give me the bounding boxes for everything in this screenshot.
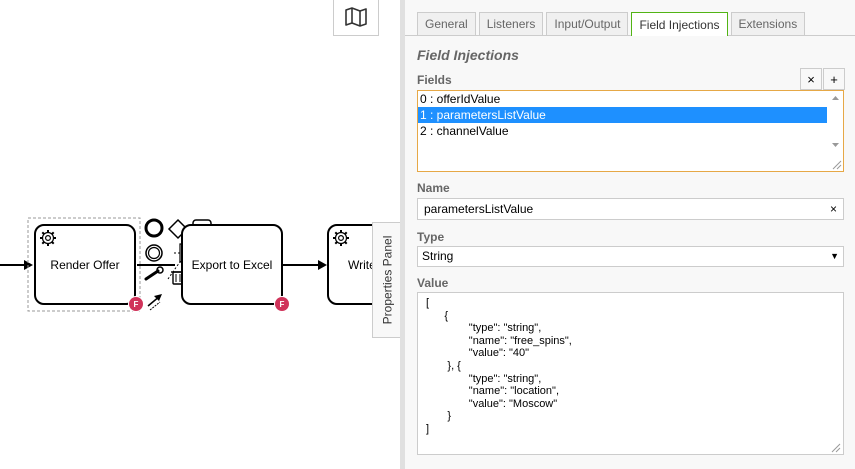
map-icon (345, 7, 367, 27)
list-item[interactable]: 2 : channelValue (420, 124, 509, 138)
section-title: Field Injections (417, 47, 519, 63)
connect-arrow-icon (147, 294, 162, 311)
tab-field-injections[interactable]: Field Injections (631, 12, 728, 36)
task-label: Render Offer (50, 257, 120, 272)
value-textarea[interactable]: [ { "type": "string", "name": "free_spin… (417, 292, 844, 455)
resize-grip-icon (832, 160, 842, 170)
task-export-to-excel[interactable]: Export to Excel (181, 224, 283, 305)
clear-name-button[interactable]: × (829, 202, 837, 216)
gear-icon (333, 230, 349, 246)
add-field-button[interactable]: + (823, 68, 845, 90)
list-item[interactable]: 1 : parametersListValue (418, 107, 827, 123)
remove-field-button[interactable]: × (800, 68, 822, 90)
tab-input-output[interactable]: Input/Output (546, 12, 629, 35)
resize-grip-icon[interactable] (831, 443, 841, 453)
task-label: Write (348, 257, 376, 272)
scroll-down-icon (832, 143, 839, 147)
tab-extensions[interactable]: Extensions (730, 12, 806, 35)
value-label: Value (417, 276, 449, 290)
wrench-icon (144, 266, 164, 281)
scroll-up-icon (832, 96, 839, 100)
type-label: Type (417, 230, 445, 244)
gear-icon (40, 230, 56, 246)
sequence-flows (0, 217, 327, 312)
tabs-divider (405, 35, 855, 36)
panel-tabs: General Listeners Input/Output Field Inj… (417, 12, 806, 36)
list-item[interactable]: 0 : offerIdValue (420, 92, 501, 106)
properties-panel: General Listeners Input/Output Field Inj… (400, 0, 855, 469)
properties-panel-toggle[interactable]: Properties Panel (372, 222, 401, 338)
chevron-down-icon: ▼ (830, 251, 839, 261)
diagram-canvas[interactable]: Render Offer F Export to Excel F Write (0, 0, 400, 469)
task-label: Export to Excel (191, 257, 273, 272)
name-input-value: parametersListValue (424, 202, 534, 216)
end-event-icon (144, 218, 164, 238)
list-scrollbar[interactable] (828, 91, 843, 171)
field-badge: F (275, 297, 289, 311)
tab-general[interactable]: General (417, 12, 476, 35)
type-select[interactable]: String ▼ (417, 246, 844, 267)
tab-listeners[interactable]: Listeners (478, 12, 544, 35)
properties-panel-toggle-label: Properties Panel (380, 235, 394, 325)
intermediate-event-icon (145, 244, 163, 262)
minimap-button[interactable] (333, 0, 379, 36)
fields-list[interactable]: 0 : offerIdValue 1 : parametersListValue… (417, 90, 844, 172)
name-input[interactable]: parametersListValue × (417, 198, 844, 220)
task-render-offer[interactable]: Render Offer (34, 224, 136, 305)
name-label: Name (417, 181, 450, 195)
type-select-value: String (422, 249, 454, 263)
fields-label: Fields (417, 73, 452, 87)
field-badge: F (129, 297, 143, 311)
